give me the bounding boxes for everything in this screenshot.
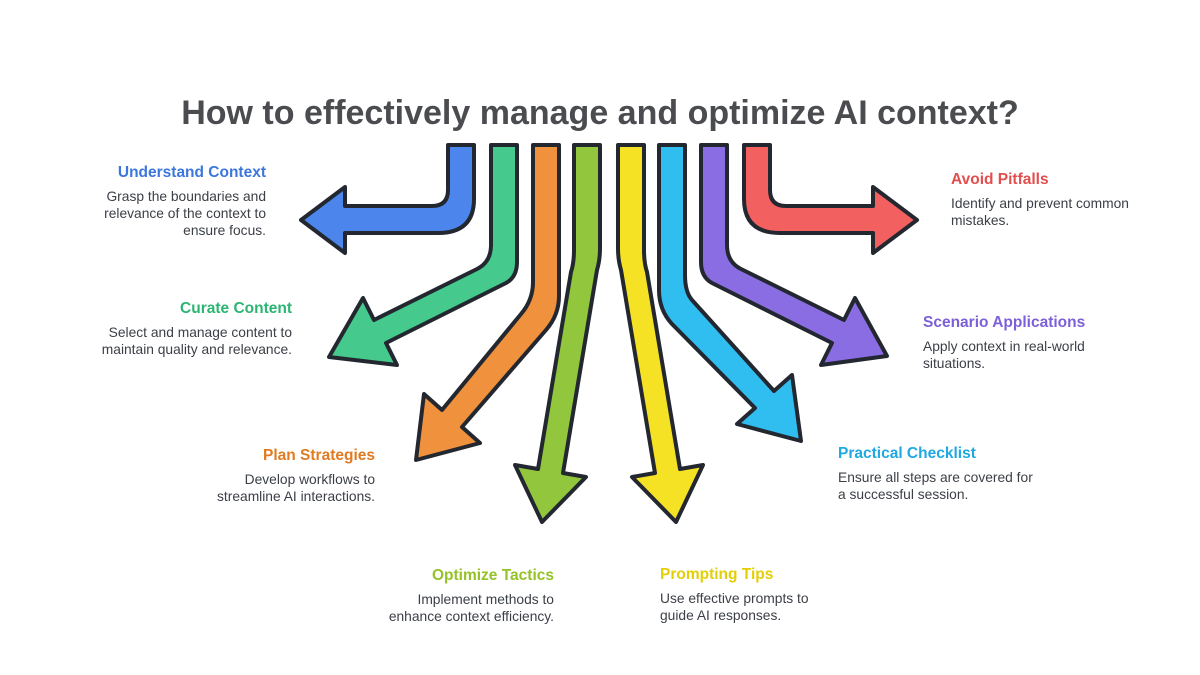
- topic-description: Develop workflows to streamline AI inter…: [217, 471, 375, 504]
- topic-optimize-tactics: Optimize Tactics Implement methods to en…: [372, 567, 554, 625]
- topic-heading: Understand Context: [117, 164, 266, 181]
- arrow-scenario-applications-icon: [699, 143, 889, 367]
- page-title: How to effectively manage and optimize A…: [181, 93, 1019, 132]
- topic-plan-strategies: Plan Strategies Develop workflows to str…: [193, 447, 375, 505]
- topic-avoid-pitfalls: Avoid Pitfalls Identify and prevent comm…: [951, 171, 1151, 229]
- topic-heading: Optimize Tactics: [431, 567, 554, 584]
- topic-prompting-tips: Prompting Tips Use effective prompts to …: [660, 566, 830, 624]
- arrow-group: [299, 143, 919, 524]
- topic-heading: Practical Checklist: [838, 445, 976, 462]
- arrow-understand-context-icon: [299, 143, 476, 255]
- topic-description: Grasp the boundaries and relevance of th…: [104, 188, 266, 238]
- arrow-optimize-tactics-icon: [513, 143, 602, 524]
- arrow-practical-checklist-icon: [657, 143, 803, 443]
- arrow-prompting-tips-icon: [616, 143, 705, 524]
- topic-description: Ensure all steps are covered for a succe…: [838, 469, 1033, 502]
- topic-description: Apply context in real-world situations.: [923, 338, 1085, 371]
- topic-understand-context: Understand Context Grasp the boundaries …: [76, 164, 266, 239]
- topic-description: Select and manage content to maintain qu…: [101, 324, 292, 357]
- topic-description: Use effective prompts to guide AI respon…: [660, 590, 809, 623]
- topic-heading: Avoid Pitfalls: [951, 171, 1049, 188]
- topic-curate-content: Curate Content Select and manage content…: [87, 300, 292, 358]
- topic-heading: Prompting Tips: [660, 566, 774, 583]
- topic-heading: Plan Strategies: [263, 447, 375, 464]
- topic-heading: Scenario Applications: [923, 314, 1086, 331]
- topic-description: Identify and prevent common mistakes.: [951, 195, 1129, 228]
- topic-description: Implement methods to enhance context eff…: [388, 591, 554, 624]
- topic-scenario-applications: Scenario Applications Apply context in r…: [923, 314, 1103, 372]
- topic-practical-checklist: Practical Checklist Ensure all steps are…: [838, 445, 1033, 503]
- arrow-avoid-pitfalls-icon: [742, 143, 919, 255]
- topic-heading: Curate Content: [180, 300, 292, 317]
- arrow-plan-strategies-icon: [414, 143, 561, 462]
- arrow-curate-content-icon: [327, 143, 519, 367]
